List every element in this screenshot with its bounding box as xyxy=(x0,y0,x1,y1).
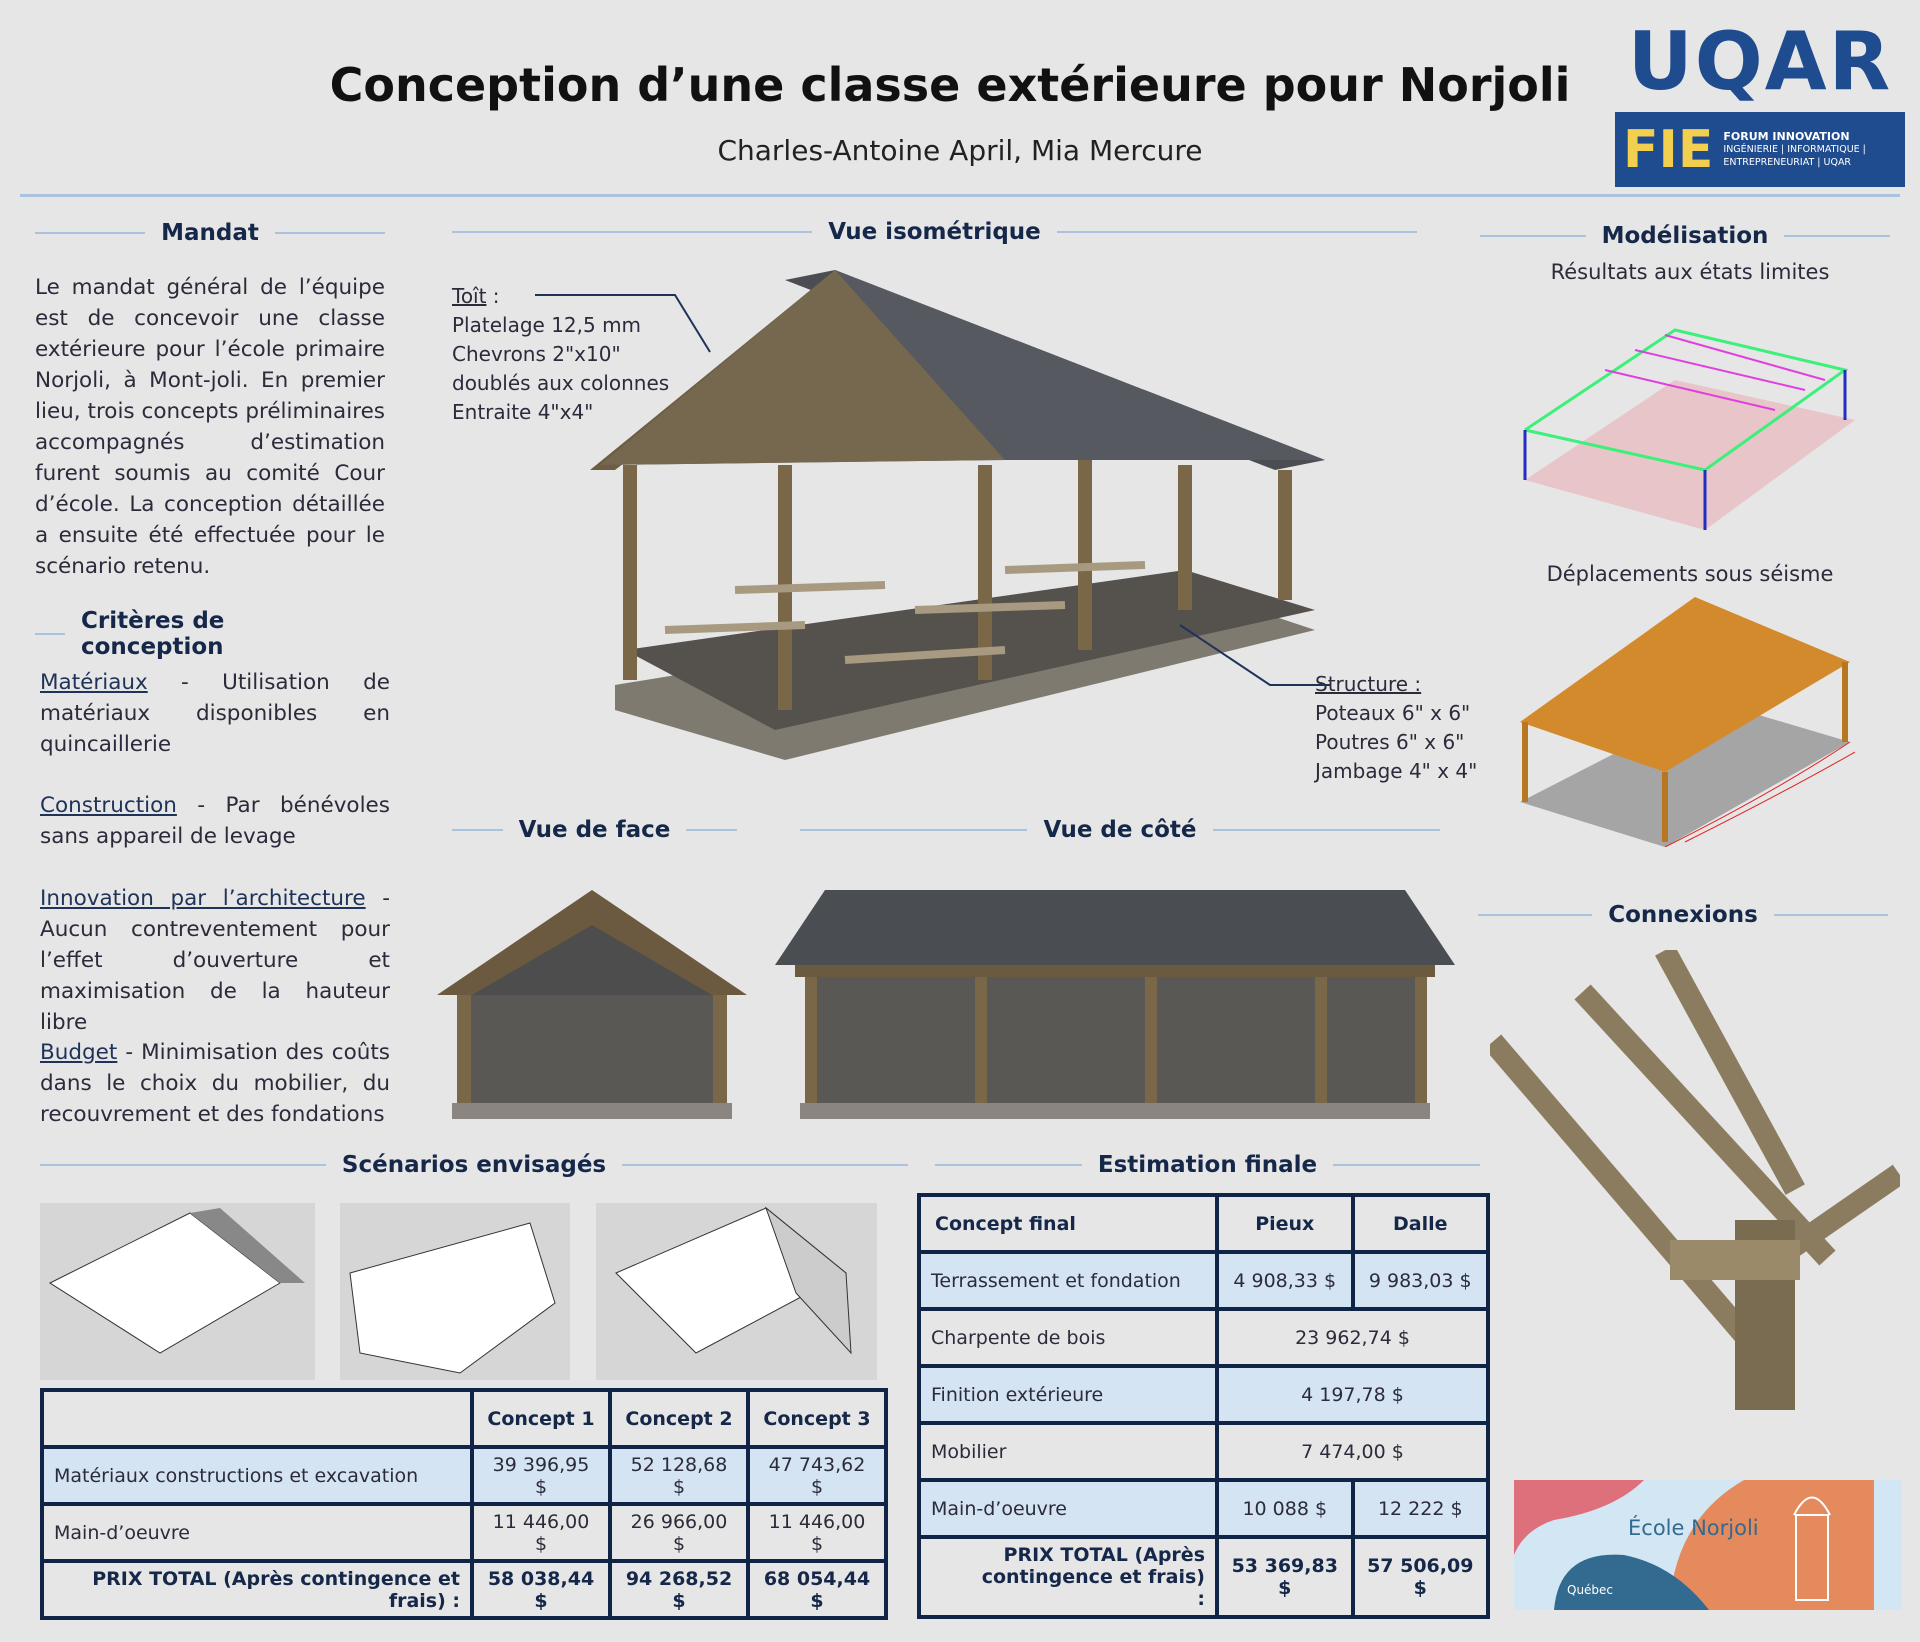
critere-materiaux: Matériaux - Utilisation de matériaux dis… xyxy=(40,670,390,757)
table-total-row: PRIX TOTAL (Après contingence et frais) … xyxy=(40,1559,888,1620)
table-total-row: PRIX TOTAL (Après contingence et frais) … xyxy=(917,1535,1490,1619)
modelisation-sub1: Résultats aux états limites xyxy=(1550,260,1830,284)
mandat-heading: Mandat xyxy=(35,220,386,246)
face-heading: Vue de face xyxy=(452,817,738,843)
toit-leader-line xyxy=(535,294,711,353)
concept-2-render xyxy=(340,1203,570,1380)
critere-innovation: Innovation par l’architecture - Aucun co… xyxy=(40,886,390,1035)
critere-construction: Construction - Par bénévoles sans appare… xyxy=(40,793,390,849)
limit-states-model xyxy=(1523,328,1855,530)
uqar-logo: UQAR FIE FORUM INNOVATION INGÉNIERIE | I… xyxy=(1615,22,1905,190)
structure-annotation: Structure : Poteaux 6" x 6"Poutres 6" x … xyxy=(1315,672,1478,783)
connexions-heading: Connexions xyxy=(1478,902,1888,928)
cote-heading: Vue de côté xyxy=(800,817,1440,843)
estimation-heading: Estimation finale xyxy=(935,1152,1481,1178)
ecole-norjoli-logo xyxy=(1514,1480,1902,1610)
uqar-wordmark: UQAR xyxy=(1627,15,1893,108)
poster-title: Conception d’une classe extérieure pour … xyxy=(329,58,1571,112)
ecole-norjoli-text: École Norjoli xyxy=(1628,1516,1759,1540)
mandat-text: Le mandat général de l’équipe est de con… xyxy=(35,275,385,579)
concept-1-render xyxy=(40,1203,315,1380)
isometric-render xyxy=(590,270,1325,760)
seismic-displacement-model xyxy=(1520,597,1855,847)
modelisation-heading: Modélisation xyxy=(1480,223,1891,249)
structure-leader-line xyxy=(1179,624,1330,686)
fie-logo: FIE FORUM INNOVATION INGÉNIERIE | INFORM… xyxy=(1615,112,1905,187)
header-divider xyxy=(20,194,1900,197)
modelisation-sub2: Déplacements sous séisme xyxy=(1546,562,1834,586)
critere-budget: Budget - Minimisation des coûts dans le … xyxy=(40,1040,390,1127)
concept-3-render xyxy=(596,1203,877,1380)
side-view-render xyxy=(775,890,1455,1119)
scenarios-heading: Scénarios envisagés xyxy=(40,1152,909,1178)
front-view-render xyxy=(437,890,747,1119)
authors: Charles-Antoine April, Mia Mercure xyxy=(717,134,1203,167)
connection-detail-render xyxy=(1490,950,1900,1410)
criteres-heading: Critères de conception xyxy=(35,608,390,660)
quebec-text: Québec xyxy=(1567,1583,1614,1597)
iso-heading: Vue isométrique xyxy=(452,219,1417,245)
